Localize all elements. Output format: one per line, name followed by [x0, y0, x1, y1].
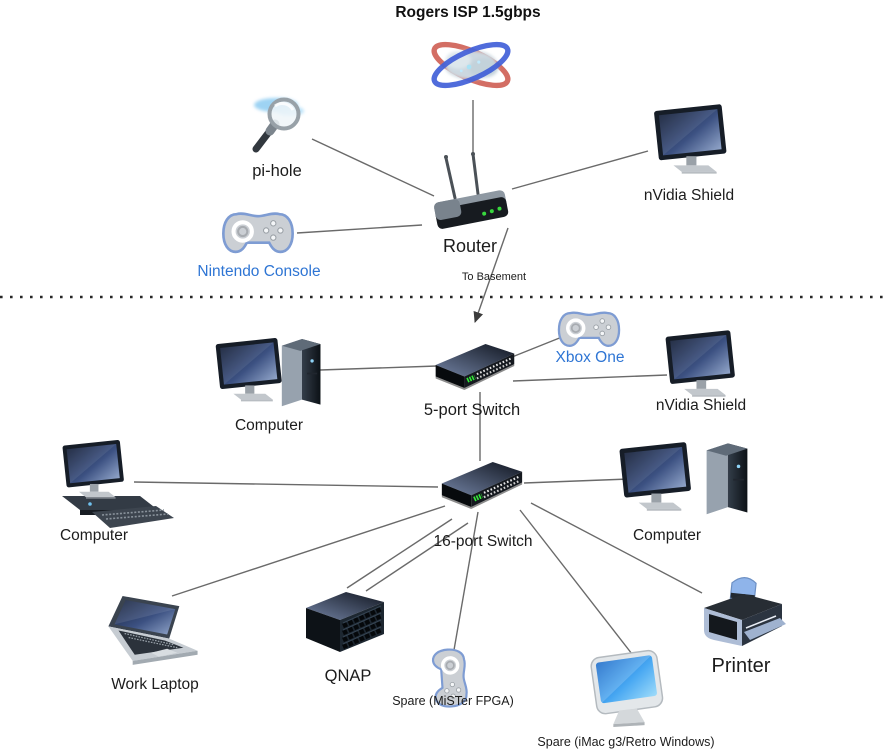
- connection-line-shieldtop-router: [511, 150, 649, 190]
- computer-mid-label: Computer: [234, 417, 304, 434]
- xbox-label: Xbox One: [555, 349, 625, 366]
- node-computer-left: [44, 438, 178, 532]
- node-xbox-one: [556, 306, 622, 352]
- to-basement-label: To Basement: [461, 271, 527, 283]
- qnap-label: QNAP: [324, 667, 372, 685]
- node-nvidia-shield-top: [644, 102, 736, 181]
- switch5-label: 5-port Switch: [423, 401, 521, 419]
- router-label: Router: [442, 236, 498, 256]
- magnifier-icon: [246, 92, 310, 158]
- monitor-icon: [656, 328, 744, 404]
- network-switch-icon: [428, 340, 520, 392]
- connection-line-switch16-qnap-a: [346, 518, 453, 589]
- connection-line-switch16-imac: [519, 509, 633, 655]
- computer-right-label: Computer: [632, 527, 702, 544]
- printer-label: Printer: [711, 655, 771, 677]
- connection-line-switch16-laptop: [171, 505, 446, 597]
- nintendo-label: Nintendo Console: [197, 263, 321, 280]
- node-16port-switch: [434, 458, 528, 511]
- connection-line-nintendo-router: [296, 224, 423, 234]
- imac-icon: [586, 646, 668, 730]
- node-pihole: [246, 92, 310, 158]
- connection-line-computerleft-switch16: [133, 481, 439, 488]
- node-nintendo-console: [220, 206, 296, 259]
- node-qnap: [300, 588, 390, 656]
- node-computer-right: [608, 436, 760, 518]
- gamepad-icon: [220, 206, 296, 259]
- computer-left-label: Computer: [59, 527, 129, 544]
- desktop-computer-icon: [215, 337, 321, 407]
- desktop-computer-icon: [619, 442, 748, 515]
- workstation-computer-icon: [62, 439, 174, 528]
- network-switch-icon: [434, 458, 528, 511]
- node-router: [424, 152, 520, 236]
- node-spare-imac: [586, 646, 668, 730]
- node-work-laptop: [98, 596, 212, 671]
- node-computer-mid: [206, 332, 330, 410]
- shield-mid-label: nVidia Shield: [655, 397, 747, 414]
- connection-line-pihole-router: [311, 138, 435, 197]
- nas-server-icon: [300, 588, 390, 656]
- printer-icon: [696, 572, 788, 658]
- node-nvidia-shield-mid: [656, 328, 744, 404]
- spare-mister-label: Spare (MiSTer FPGA): [392, 694, 514, 708]
- work-laptop-label: Work Laptop: [111, 676, 199, 693]
- node-5port-switch: [428, 340, 520, 392]
- internet-cloud-icon: [426, 30, 516, 100]
- shield-top-label: nVidia Shield: [643, 187, 735, 204]
- gamepad-icon: [556, 306, 622, 352]
- spare-imac-label: Spare (iMac g3/Retro Windows): [537, 735, 715, 749]
- diagram-title: Rogers ISP 1.5gbps: [395, 4, 541, 21]
- switch16-label: 16-port Switch: [433, 533, 533, 550]
- node-printer: [696, 572, 788, 658]
- connection-line-switch5-shieldmid: [512, 374, 668, 382]
- node-internet: [426, 30, 516, 100]
- monitor-icon: [644, 102, 736, 181]
- laptop-icon: [98, 596, 212, 671]
- pihole-label: pi-hole: [252, 162, 302, 180]
- router-icon: [424, 152, 520, 236]
